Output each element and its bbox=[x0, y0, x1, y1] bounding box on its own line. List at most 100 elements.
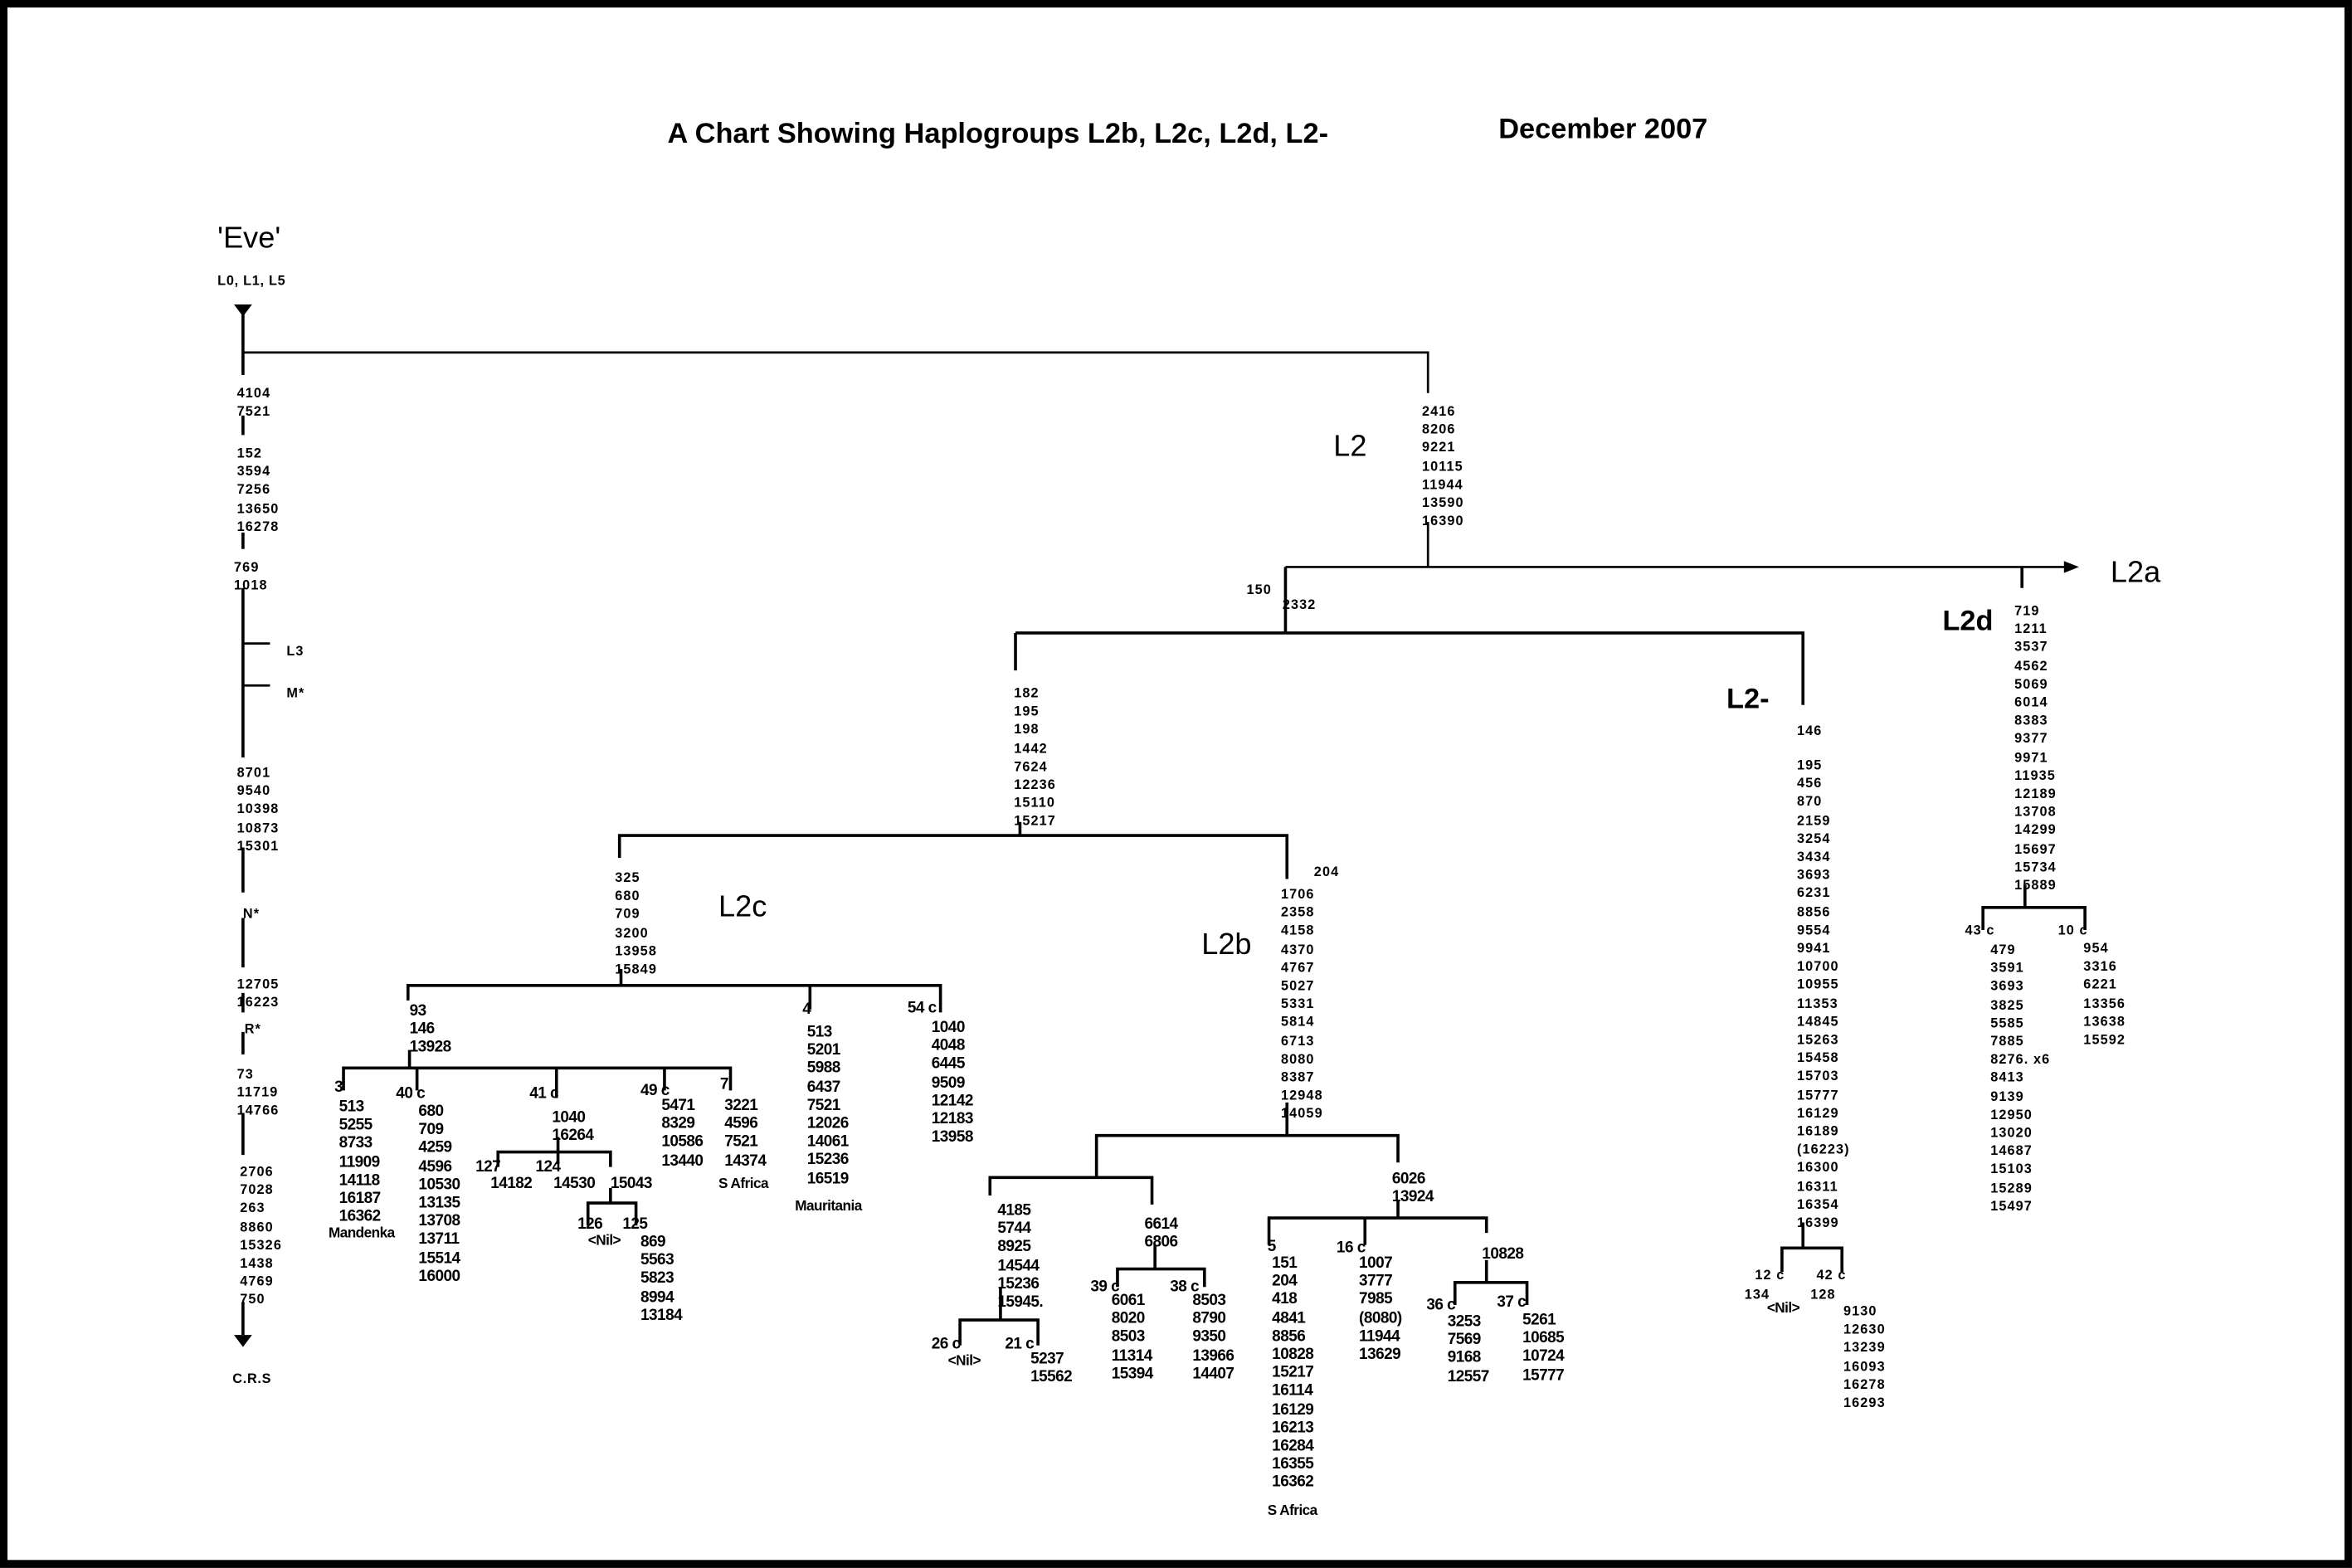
branch-label-l3: L3 bbox=[286, 643, 304, 659]
mutation: 7256 bbox=[236, 482, 271, 498]
mutation: 15394 bbox=[1111, 1364, 1154, 1383]
mutation: 15777 bbox=[1796, 1087, 1839, 1103]
node-label: 14530 bbox=[553, 1174, 596, 1193]
mutation: 456 bbox=[1796, 776, 1823, 791]
mutation: 7028 bbox=[240, 1182, 274, 1198]
mutation: 7569 bbox=[1447, 1331, 1482, 1349]
mutation: 9130 bbox=[1843, 1303, 1877, 1319]
mutation: 7521 bbox=[724, 1132, 758, 1152]
mutation: 12026 bbox=[806, 1114, 850, 1133]
mutation: 13629 bbox=[1359, 1345, 1401, 1364]
node-label: 16 c bbox=[1336, 1239, 1366, 1258]
mutation: 11944 bbox=[1421, 476, 1463, 492]
mutation: 5814 bbox=[1281, 1014, 1315, 1030]
mutation: 13928 bbox=[409, 1038, 452, 1057]
mutation: 15734 bbox=[2014, 859, 2057, 874]
mutation: 8503 bbox=[1192, 1291, 1226, 1310]
mutation: 14299 bbox=[2014, 822, 2057, 838]
mutation: 9509 bbox=[931, 1073, 966, 1092]
mutation: 10115 bbox=[1421, 458, 1463, 474]
mutation: 6614 bbox=[1144, 1215, 1179, 1234]
mutation: 8790 bbox=[1192, 1309, 1226, 1328]
haplogroup-label-l2b: L2b bbox=[1201, 928, 1252, 962]
node-label: 42 c bbox=[1816, 1267, 1847, 1283]
location-label: S Africa bbox=[718, 1176, 768, 1193]
mutation: 15889 bbox=[2014, 877, 2057, 893]
mutation: 13638 bbox=[2083, 1013, 2126, 1029]
node-label: 150 bbox=[1246, 582, 1272, 597]
mutation: 2159 bbox=[1796, 812, 1831, 828]
mutation: 195 bbox=[1796, 757, 1823, 773]
mutation: 9971 bbox=[2014, 749, 2048, 765]
mutation: 11314 bbox=[1111, 1346, 1153, 1365]
branch-label-n: N* bbox=[242, 906, 261, 922]
mutation: 16264 bbox=[552, 1127, 594, 1145]
mutation: 9540 bbox=[236, 783, 271, 799]
mutation: 14374 bbox=[724, 1151, 767, 1170]
mutation: 5069 bbox=[2014, 676, 2048, 692]
mutation: 14766 bbox=[236, 1103, 280, 1118]
l2b-a-b-split bbox=[958, 1244, 1206, 1346]
side-branches bbox=[242, 642, 270, 687]
mutation: 10586 bbox=[661, 1132, 704, 1152]
mutation: 16284 bbox=[1272, 1437, 1314, 1455]
mutation: 15697 bbox=[2014, 840, 2057, 856]
mutation: 152 bbox=[236, 445, 263, 461]
mutation: 4104 bbox=[236, 385, 271, 401]
mutation: 16300 bbox=[1796, 1160, 1839, 1176]
mutation: 12948 bbox=[1281, 1088, 1323, 1103]
mutation: 750 bbox=[240, 1292, 265, 1307]
mutation: 11935 bbox=[2014, 767, 2056, 783]
node-label: 125 bbox=[622, 1215, 648, 1234]
mutation: 13184 bbox=[640, 1306, 683, 1325]
mutation: 4185 bbox=[997, 1201, 1031, 1220]
mutation: 7624 bbox=[1014, 758, 1048, 774]
mutation: 16362 bbox=[338, 1207, 382, 1226]
mutation: 15703 bbox=[1796, 1069, 1839, 1084]
node-label: 124 bbox=[535, 1157, 561, 1176]
mutation: 10700 bbox=[1796, 958, 1839, 974]
mutation: 10398 bbox=[236, 801, 280, 817]
mutation: 13711 bbox=[418, 1230, 460, 1249]
mutation: 15217 bbox=[1014, 813, 1056, 829]
node-label: 14182 bbox=[490, 1174, 533, 1193]
mutation: 3693 bbox=[1990, 978, 2024, 994]
node-label: 128 bbox=[1810, 1287, 1836, 1303]
location-label: S Africa bbox=[1267, 1502, 1317, 1520]
mutation: 680 bbox=[615, 888, 640, 903]
mutation: (8080) bbox=[1359, 1308, 1402, 1327]
mutation: 263 bbox=[240, 1200, 265, 1216]
c41-split bbox=[496, 1137, 638, 1226]
mutation: 9350 bbox=[1192, 1327, 1226, 1346]
mutation: 3777 bbox=[1359, 1272, 1393, 1291]
mutation: 16355 bbox=[1272, 1455, 1314, 1473]
mutation: 5744 bbox=[997, 1220, 1031, 1238]
mutation: 6806 bbox=[1144, 1233, 1179, 1252]
node-label: 127 bbox=[475, 1157, 501, 1176]
mutation: 325 bbox=[615, 869, 640, 885]
mutation: 15497 bbox=[1990, 1198, 2033, 1214]
mutation: 16129 bbox=[1272, 1400, 1314, 1419]
mutation: 4562 bbox=[2014, 658, 2048, 674]
mutation: 14061 bbox=[806, 1132, 850, 1152]
mutation: 9941 bbox=[1796, 940, 1831, 956]
mutation: 4259 bbox=[418, 1139, 452, 1157]
mutation: 11909 bbox=[338, 1152, 381, 1171]
mutation: 13650 bbox=[236, 500, 280, 516]
mutation: 16189 bbox=[1796, 1123, 1839, 1139]
